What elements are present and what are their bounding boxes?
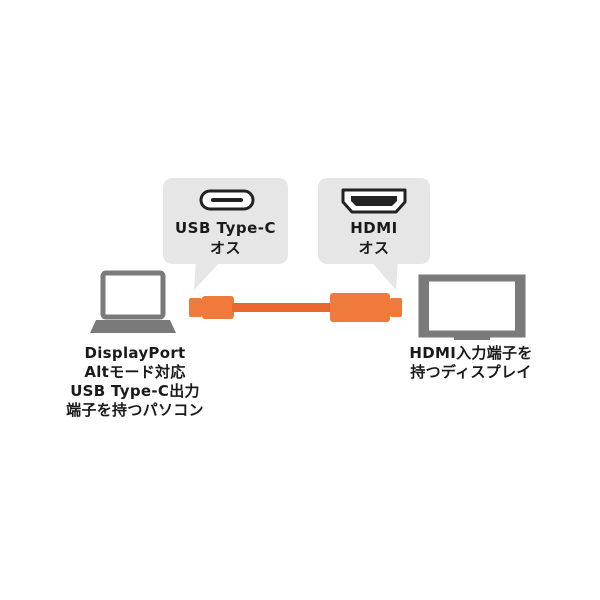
laptop-caption-line4: 端子を持つパソコン: [66, 401, 204, 419]
usb-callout-bubble: [163, 178, 288, 290]
laptop-caption-line3: USB Type-C出力: [70, 382, 200, 400]
hdmi-callout-line2: オス: [358, 239, 390, 257]
cable-icon: [189, 293, 402, 322]
hdmi-callout-label: HDMI オス: [318, 218, 430, 258]
display-icon: [418, 274, 526, 340]
display-caption: HDMI入力端子を 持つディスプレイ: [396, 344, 546, 382]
usb-callout-line1: USB Type-C: [174, 219, 276, 237]
laptop-caption-line2: Altモード対応: [84, 363, 186, 381]
usb-callout-line2: オス: [209, 239, 241, 257]
usb-type-c-port-icon: [199, 189, 255, 211]
hdmi-port-icon: [341, 188, 407, 214]
usb-callout-label: USB Type-C オス: [163, 218, 288, 258]
hdmi-callout-line1: HDMI: [350, 219, 398, 237]
display-caption-line1: HDMI入力端子を: [409, 344, 533, 362]
laptop-caption-line1: DisplayPort: [84, 344, 186, 362]
laptop-icon: [90, 270, 176, 333]
display-caption-line2: 持つディスプレイ: [410, 363, 532, 381]
laptop-caption: DisplayPort Altモード対応 USB Type-C出力 端子を持つパ…: [50, 344, 220, 420]
